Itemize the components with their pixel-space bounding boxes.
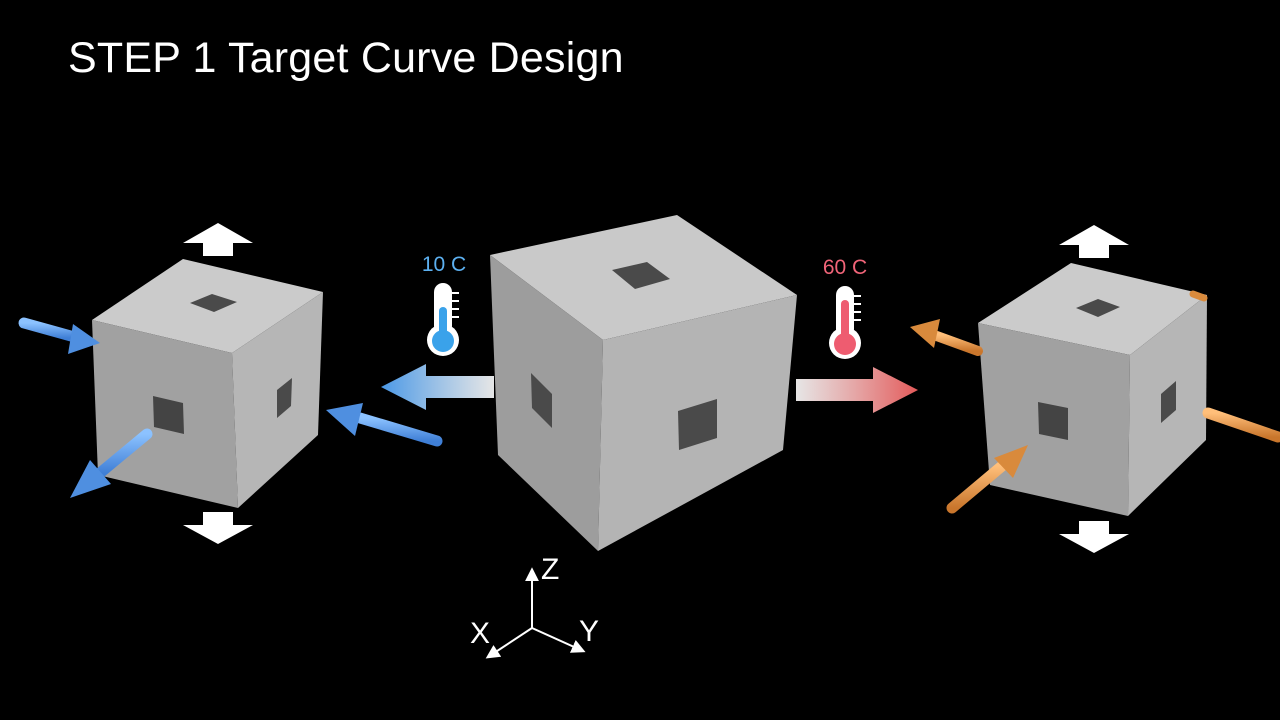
center-cube-top-hole: [612, 262, 670, 289]
cold-thermometer-icon: [427, 283, 459, 356]
right-up-arrow: [1059, 225, 1129, 258]
right-cube-top-hole: [1076, 299, 1120, 317]
right-down-arrow: [1059, 521, 1129, 553]
hot-transition-arrow: [796, 367, 918, 413]
coordinate-axes: Z X Y: [470, 553, 599, 659]
right-tension-arrows: [910, 290, 1280, 514]
slide-title: STEP 1 Target Curve Design: [68, 34, 624, 82]
left-down-arrow: [183, 512, 253, 544]
center-cube-right-hole: [678, 399, 717, 450]
orange-arrow-right: [1202, 407, 1280, 443]
cold-transition-arrow: [381, 364, 494, 410]
y-axis-line: [531, 627, 586, 653]
center-cube: [490, 215, 797, 551]
blue-arrow-upper-left: [18, 317, 100, 354]
left-cube: [92, 259, 323, 508]
cold-temperature-label: 10 C: [422, 253, 466, 276]
x-axis-line: [485, 627, 533, 659]
orange-arrow-back: [1189, 290, 1208, 302]
left-cube-top-hole: [190, 294, 237, 312]
right-cube-front-hole: [1038, 402, 1068, 440]
hot-temperature-label: 60 C: [823, 256, 867, 279]
orange-arrow-upper-left: [910, 319, 983, 356]
blue-arrow-lower-left: [70, 428, 153, 498]
left-cube-front-hole: [153, 396, 184, 434]
hot-thermometer-icon: [829, 286, 861, 359]
y-axis-label: Y: [579, 615, 599, 648]
center-cube-left-hole: [531, 373, 552, 428]
right-cube: [978, 263, 1207, 516]
x-axis-label: X: [470, 617, 490, 650]
right-cube-side-hole: [1161, 381, 1176, 423]
orange-arrow-lower-left: [946, 445, 1028, 514]
left-compression-arrows: [18, 317, 443, 498]
z-axis-label: Z: [541, 553, 559, 586]
left-up-arrow: [183, 223, 253, 256]
blue-arrow-right: [326, 403, 443, 447]
left-cube-side-hole: [277, 378, 292, 418]
